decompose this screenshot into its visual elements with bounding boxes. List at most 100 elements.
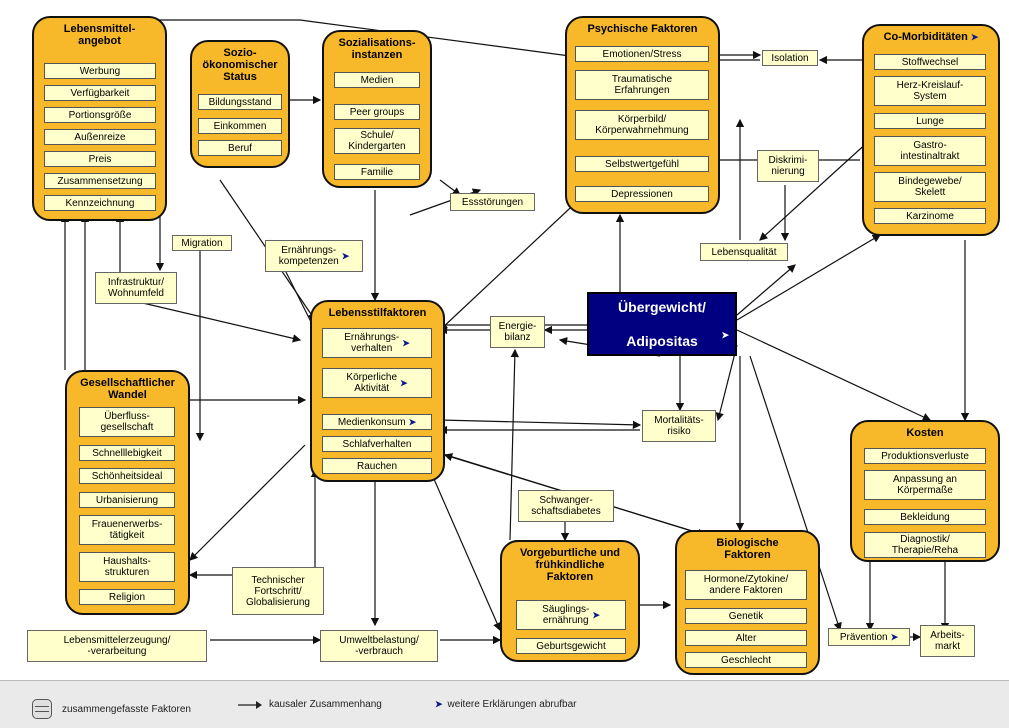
factor-lebensqualitaet[interactable]: Lebensqualität [700, 243, 788, 261]
group-co-morbiditaeten[interactable]: Co-Morbiditäten➤ Stoffwechsel Herz-Kreis… [862, 24, 1000, 236]
factor-preis[interactable]: Preis [44, 151, 156, 167]
factor-haushaltsstrukturen[interactable]: Haushalts- strukturen [79, 552, 175, 582]
factor-alter[interactable]: Alter [685, 630, 807, 646]
more-info-icon[interactable]: ➤ [341, 250, 350, 261]
group-kosten[interactable]: Kosten Produktionsverluste Anpassung an … [850, 420, 1000, 562]
factor-schwangerschaftsdiabetes[interactable]: Schwanger- schaftsdiabetes [518, 490, 614, 522]
factor-medien[interactable]: Medien [334, 72, 420, 88]
more-info-icon[interactable]: ➤ [408, 416, 417, 427]
group-title: Gesellschaftlicher Wandel [80, 377, 175, 401]
causal-arrow-icon [238, 700, 262, 709]
more-info-icon[interactable]: ➤ [721, 330, 729, 340]
more-info-icon[interactable]: ➤ [402, 337, 410, 348]
factor-diskriminierung[interactable]: Diskrimi- nierung [757, 150, 819, 182]
more-info-icon[interactable]: ➤ [400, 377, 408, 388]
more-info-icon[interactable]: ➤ [890, 631, 899, 642]
factor-zusammensetzung[interactable]: Zusammensetzung [44, 173, 156, 189]
legend-more: ➤ weitere Erklärungen abrufbar [435, 699, 577, 710]
factor-ernaehrungsverhalten[interactable]: Ernährungs- verhalten➤ [322, 328, 432, 358]
factor-verfuegbarkeit[interactable]: Verfügbarkeit [44, 85, 156, 101]
factor-geburtsgewicht[interactable]: Geburtsgewicht [516, 638, 626, 654]
group-psychische-faktoren[interactable]: Psychische Faktoren Emotionen/Stress Tra… [565, 16, 720, 214]
factor-portionsgroesse[interactable]: Portionsgröße [44, 107, 156, 123]
factor-bindegewebe-skelett[interactable]: Bindegewebe/ Skelett [874, 172, 986, 202]
factor-rauchen[interactable]: Rauchen [322, 458, 432, 474]
factor-frauenerwerbstaetigkeit[interactable]: Frauenerwerbs- tätigkeit [79, 515, 175, 545]
group-title: Sozio- ökonomischer Status [202, 47, 278, 83]
factor-label: Säuglings- ernährung [542, 604, 590, 626]
group-sozialisationsinstanzen[interactable]: Sozialisations- instanzen Medien Peer gr… [322, 30, 432, 188]
factor-label: Körperliche Aktivität [346, 372, 398, 394]
factor-ernaehrungskompetenzen[interactable]: Ernährungs- kompetenzen➤ [265, 240, 363, 272]
factor-anpassung-koerpermasse[interactable]: Anpassung an Körpermaße [864, 470, 986, 500]
factor-label: Prävention [839, 631, 888, 643]
factor-traumatische-erfahrungen[interactable]: Traumatische Erfahrungen [575, 70, 709, 100]
group-title: Kosten [906, 427, 944, 439]
factor-essstoerungen[interactable]: Essstörungen [450, 193, 535, 211]
group-gesellschaftlicher-wandel[interactable]: Gesellschaftlicher Wandel Überfluss- ges… [65, 370, 190, 615]
factor-energiebilanz[interactable]: Energie- bilanz [490, 316, 545, 348]
legend-grouped: zusammengefasste Faktoren [32, 699, 191, 719]
legend-causal-label: kausaler Zusammenhang [269, 699, 382, 710]
group-title-text: Co-Morbiditäten [883, 31, 968, 43]
factor-schoenheitsideal[interactable]: Schönheitsideal [79, 468, 175, 484]
more-info-icon: ➤ [435, 699, 443, 709]
factor-religion[interactable]: Religion [79, 589, 175, 605]
factor-koerperliche-aktivitaet[interactable]: Körperliche Aktivität➤ [322, 368, 432, 398]
factor-gastrointestinaltrakt[interactable]: Gastro- intestinaltrakt [874, 136, 986, 166]
factor-urbanisierung[interactable]: Urbanisierung [79, 492, 175, 508]
group-title: Psychische Faktoren [587, 23, 698, 35]
factor-genetik[interactable]: Genetik [685, 608, 807, 624]
factor-praevention[interactable]: Prävention➤ [828, 628, 910, 646]
factor-bekleidung[interactable]: Bekleidung [864, 509, 986, 525]
group-title: Co-Morbiditäten➤ [868, 31, 994, 43]
factor-schnelllebigkeit[interactable]: Schnelllebigkeit [79, 445, 175, 461]
factor-diagnostik-therapie[interactable]: Diagnostik/ Therapie/Reha [864, 532, 986, 558]
factor-saeuglingsernaehrung[interactable]: Säuglings- ernährung➤ [516, 600, 626, 630]
factor-herz-kreislauf[interactable]: Herz-Kreislauf- System [874, 76, 986, 106]
group-soziooekonomischer-status[interactable]: Sozio- ökonomischer Status Bildungsstand… [190, 40, 290, 168]
factor-isolation[interactable]: Isolation [762, 50, 818, 66]
factor-stoffwechsel[interactable]: Stoffwechsel [874, 54, 986, 70]
factor-aussenreize[interactable]: Außenreize [44, 129, 156, 145]
factor-peer-groups[interactable]: Peer groups [334, 104, 420, 120]
central-node-uebergewicht-adipositas[interactable]: Übergewicht/ Adipositas➤ [587, 292, 737, 356]
group-lebensmittelangebot[interactable]: Lebensmittel- angebot Werbung Verfügbark… [32, 16, 167, 221]
factor-koerperbild[interactable]: Körperbild/ Körperwahrnehmung [575, 110, 709, 140]
factor-karzinome[interactable]: Karzinome [874, 208, 986, 224]
factor-familie[interactable]: Familie [334, 164, 420, 180]
factor-schlafverhalten[interactable]: Schlafverhalten [322, 436, 432, 452]
factor-technischer-fortschritt[interactable]: Technischer Fortschritt/ Globalisierung [232, 567, 324, 615]
factor-lunge[interactable]: Lunge [874, 113, 986, 129]
factor-hormone-zytokine[interactable]: Hormone/Zytokine/ andere Faktoren [685, 570, 807, 600]
factor-umweltbelastung[interactable]: Umweltbelastung/ -verbrauch [320, 630, 438, 662]
factor-selbstwertgefuehl[interactable]: Selbstwertgefühl [575, 156, 709, 172]
factor-lebensmittelerzeugung[interactable]: Lebensmittelerzeugung/ -verarbeitung [27, 630, 207, 662]
factor-produktionsverluste[interactable]: Produktionsverluste [864, 448, 986, 464]
group-vorgeburtliche-faktoren[interactable]: Vorgeburtliche und frühkindliche Faktore… [500, 540, 640, 662]
factor-kennzeichnung[interactable]: Kennzeichnung [44, 195, 156, 211]
factor-arbeitsmarkt[interactable]: Arbeits- markt [920, 625, 975, 657]
more-info-icon[interactable]: ➤ [970, 32, 979, 42]
factor-mortalitaetsrisiko[interactable]: Mortalitäts- risiko [642, 410, 716, 442]
factor-infrastruktur[interactable]: Infrastruktur/ Wohnumfeld [95, 272, 177, 304]
factor-geschlecht[interactable]: Geschlecht [685, 652, 807, 668]
group-lebensstilfaktoren[interactable]: Lebensstilfaktoren Ernährungs- verhalten… [310, 300, 445, 482]
factor-werbung[interactable]: Werbung [44, 63, 156, 79]
group-title: Vorgeburtliche und frühkindliche Faktore… [519, 547, 621, 583]
more-info-icon[interactable]: ➤ [592, 609, 600, 620]
factor-bildungsstand[interactable]: Bildungsstand [198, 94, 282, 110]
factor-einkommen[interactable]: Einkommen [198, 118, 282, 134]
factor-label: Ernährungs- kompetenzen [278, 245, 339, 267]
factor-label: Medienkonsum [337, 416, 406, 428]
factor-migration[interactable]: Migration [172, 235, 232, 251]
group-title: Biologische Faktoren [716, 537, 779, 561]
factor-ueberflussgesellschaft[interactable]: Überfluss- gesellschaft [79, 407, 175, 437]
factor-medienkonsum[interactable]: Medienkonsum➤ [322, 414, 432, 430]
factor-beruf[interactable]: Beruf [198, 140, 282, 156]
factor-label: Ernährungs- verhalten [344, 332, 400, 354]
factor-emotionen-stress[interactable]: Emotionen/Stress [575, 46, 709, 62]
factor-schule-kindergarten[interactable]: Schule/ Kindergarten [334, 128, 420, 154]
group-biologische-faktoren[interactable]: Biologische Faktoren Hormone/Zytokine/ a… [675, 530, 820, 675]
factor-depressionen[interactable]: Depressionen [575, 186, 709, 202]
